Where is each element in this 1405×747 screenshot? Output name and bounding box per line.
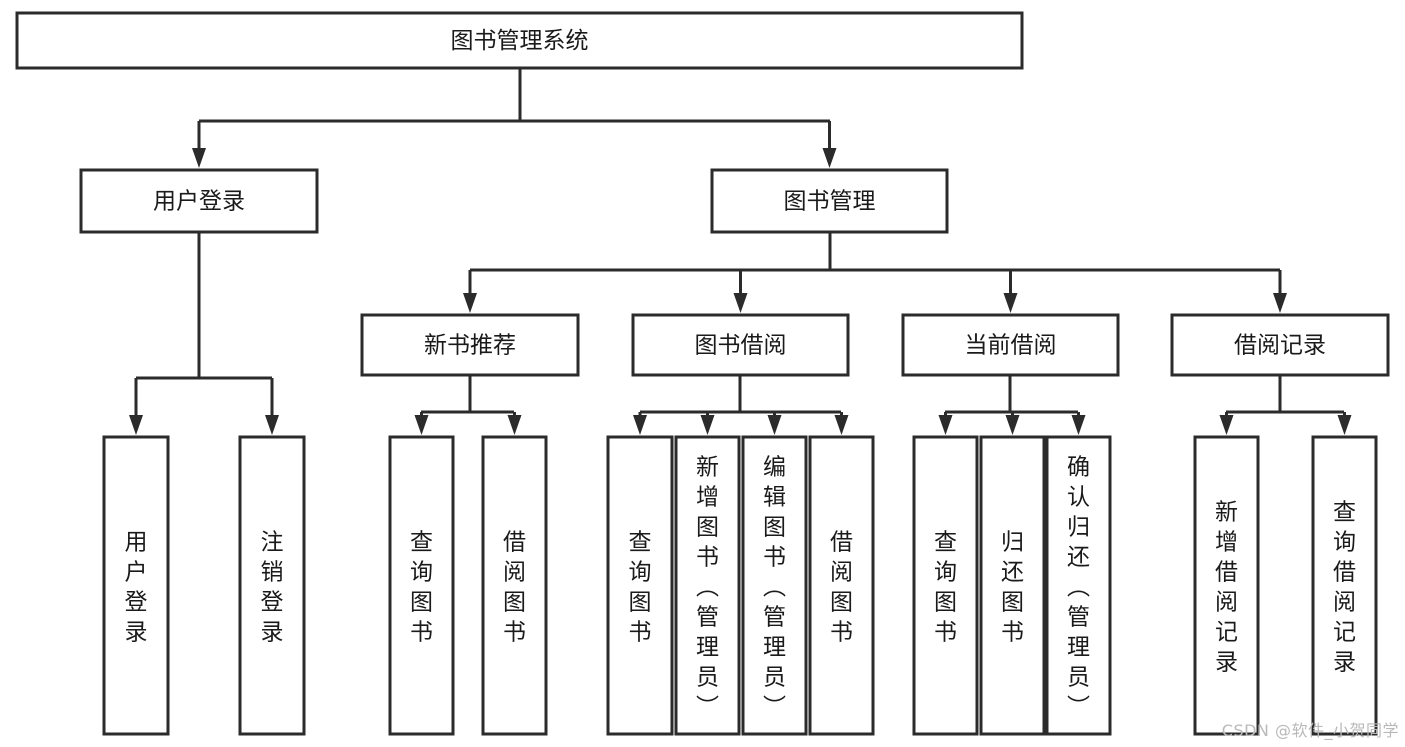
arrow-head-icon	[822, 148, 837, 168]
node-box	[481, 435, 548, 736]
csdn-watermark: CSDN @软件_小贺同学	[1221, 721, 1399, 740]
node-box	[238, 435, 306, 736]
node-box	[1045, 435, 1112, 736]
arrow-head-icon	[1337, 415, 1352, 435]
arrow-head-icon	[733, 293, 748, 313]
node-leaf-query-book-2[interactable]: 查询图书	[606, 435, 674, 736]
node-box	[1170, 313, 1390, 377]
node-leaf-logout[interactable]: 注销登录	[238, 435, 306, 736]
node-box	[808, 435, 875, 736]
node-leaf-confirm-return[interactable]: 确认归还︵管理员︶	[1045, 435, 1112, 736]
node-box	[606, 435, 674, 736]
edges-layer	[129, 68, 1352, 435]
arrow-head-icon	[700, 415, 715, 435]
arrow-head-icon	[414, 415, 429, 435]
node-box	[79, 168, 319, 234]
arrow-head-icon	[265, 415, 279, 435]
node-box	[1311, 435, 1378, 736]
arrow-head-icon	[129, 415, 143, 435]
node-box	[388, 435, 455, 736]
node-leaf-return-book[interactable]: 归还图书	[979, 435, 1046, 736]
node-label: 用户登录	[125, 529, 148, 645]
arrow-head-icon	[507, 415, 522, 435]
node-box	[1193, 435, 1260, 736]
node-leaf-query-book-3[interactable]: 查询图书	[912, 435, 979, 736]
arrow-head-icon	[192, 148, 206, 168]
node-label: 编辑图书︵管理员︶	[763, 454, 786, 720]
arrow-head-icon	[767, 415, 782, 435]
node-box	[360, 313, 580, 377]
node-label: 当前借阅	[965, 333, 1057, 359]
node-leaf-add-book[interactable]: 新增图书︵管理员︶	[674, 435, 741, 736]
node-borrow[interactable]: 图书借阅	[631, 313, 850, 377]
node-leaf-edit-book[interactable]: 编辑图书︵管理员︶	[741, 435, 808, 736]
node-leaf-borrow-book-1[interactable]: 借阅图书	[481, 435, 548, 736]
node-label: 新增图书︵管理员︶	[696, 454, 719, 720]
node-label: 用户登录	[153, 189, 245, 215]
node-label: 查询图书	[934, 529, 957, 645]
node-leaf-borrow-book-2[interactable]: 借阅图书	[808, 435, 875, 736]
node-box	[15, 11, 1024, 70]
nodes-layer: 图书管理系统用户登录图书管理新书推荐图书借阅当前借阅借阅记录用户登录注销登录查询…	[15, 11, 1390, 736]
node-label: 查询借阅记录	[1333, 499, 1356, 675]
node-current[interactable]: 当前借阅	[901, 313, 1120, 377]
node-label: 图书借阅	[695, 333, 787, 359]
node-box	[901, 313, 1120, 377]
node-leaf-user-login[interactable]: 用户登录	[102, 435, 170, 736]
arrow-head-icon	[1003, 293, 1018, 313]
arrow-head-icon	[463, 293, 477, 313]
arrow-head-icon	[834, 415, 849, 435]
node-newbook[interactable]: 新书推荐	[360, 313, 580, 377]
node-box	[631, 313, 850, 377]
node-label: 借阅图书	[503, 529, 526, 645]
node-bookmgmt[interactable]: 图书管理	[710, 168, 949, 234]
node-root[interactable]: 图书管理系统	[15, 11, 1024, 70]
arrow-head-icon	[633, 415, 647, 435]
node-box	[710, 168, 949, 234]
node-label: 新增借阅记录	[1215, 499, 1238, 675]
node-label: 新书推荐	[424, 333, 516, 359]
arrow-head-icon	[1071, 415, 1086, 435]
node-label: 借阅图书	[830, 529, 853, 645]
node-box	[102, 435, 170, 736]
node-label: 查询图书	[629, 529, 652, 645]
node-label: 借阅记录	[1234, 333, 1326, 359]
node-leaf-query-book-1[interactable]: 查询图书	[388, 435, 455, 736]
node-label: 查询图书	[410, 529, 433, 645]
node-leaf-add-record[interactable]: 新增借阅记录	[1193, 435, 1260, 736]
node-label: 图书管理系统	[451, 28, 589, 54]
node-box	[912, 435, 979, 736]
arrow-head-icon	[1005, 415, 1020, 435]
node-leaf-query-record[interactable]: 查询借阅记录	[1311, 435, 1378, 736]
node-label: 注销登录	[261, 529, 284, 645]
arrow-head-icon	[1219, 415, 1234, 435]
node-box	[674, 435, 741, 736]
node-record[interactable]: 借阅记录	[1170, 313, 1390, 377]
node-box	[979, 435, 1046, 736]
arrow-head-icon	[1273, 293, 1287, 313]
node-label: 图书管理	[784, 189, 876, 215]
node-label: 归还图书	[1001, 529, 1024, 645]
arrow-head-icon	[938, 415, 953, 435]
node-label: 确认归还︵管理员︶	[1067, 454, 1090, 720]
node-box	[741, 435, 808, 736]
node-login[interactable]: 用户登录	[79, 168, 319, 234]
